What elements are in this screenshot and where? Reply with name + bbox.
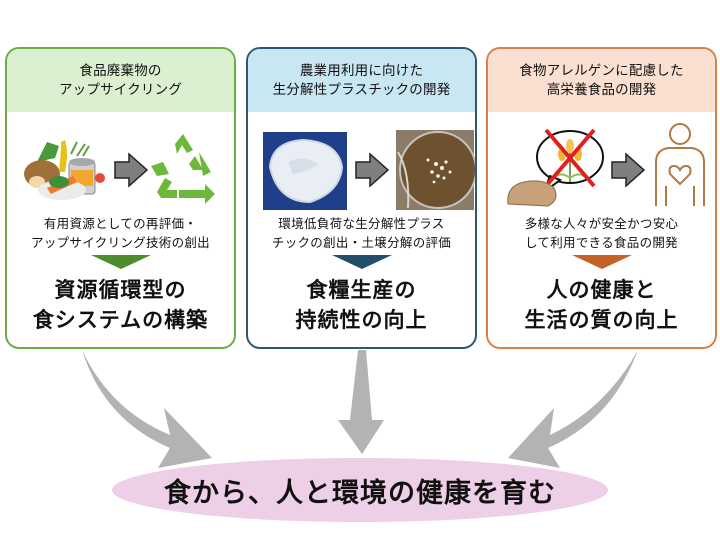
down-triangle-icon	[90, 255, 151, 269]
panel-header: 食品廃棄物の アップサイクリング	[7, 49, 234, 112]
arrow-right-icon	[611, 152, 646, 188]
desc-line: して利用できる食品の開発	[525, 235, 678, 250]
goal-ellipse: 食から、人と環境の健康を育む	[112, 458, 608, 522]
panel-description: 環境低負荷な生分解性プラス チックの創出・土壌分解の評価	[248, 214, 475, 252]
down-triangle-icon	[331, 255, 392, 269]
panel-bioplastic: 農業用利用に向けた 生分解性プラスチックの開発	[246, 47, 477, 349]
panel-allergen: 食物アレルゲンに配慮した 高栄養食品の開発	[486, 47, 717, 349]
panel-outcome: 食糧生産の 持続性の向上	[248, 275, 475, 335]
desc-line: 多様な人々が安全かつ安心	[524, 216, 679, 231]
desc-line: アップサイクリング技術の創出	[31, 235, 210, 250]
soil-dish-photo	[396, 130, 475, 210]
curved-arrow-left	[82, 350, 212, 468]
header-line: アップサイクリング	[58, 81, 183, 98]
plastic-film-photo	[263, 132, 347, 210]
allergen-illustration	[507, 123, 705, 207]
panel-outcome: 人の健康と 生活の質の向上	[488, 275, 715, 335]
goal-text: 食から、人と環境の健康を育む	[164, 477, 556, 509]
bioplastic-illustration	[263, 130, 475, 210]
outcome-line: 持続性の向上	[295, 308, 428, 332]
outcome-line: 食システムの構築	[32, 308, 209, 332]
panel-upcycling: 食品廃棄物の アップサイクリング	[5, 47, 236, 349]
straight-arrow-center	[338, 350, 384, 454]
header-line: 生分解性プラスチックの開発	[272, 81, 451, 98]
arrow-right-icon	[355, 152, 390, 188]
curved-arrow-right	[508, 350, 638, 468]
desc-line: 有用資源としての再評価・	[43, 216, 198, 231]
upcycling-illustration	[24, 134, 215, 204]
panel-description: 多様な人々が安全かつ安心 して利用できる食品の開発	[488, 214, 715, 252]
outcome-line: 生活の質の向上	[524, 308, 679, 332]
panel-outcome: 資源循環型の 食システムの構築	[7, 275, 234, 335]
arrow-right-icon	[114, 152, 149, 188]
outcome-line: 資源循環型の	[54, 278, 187, 302]
person-heart-icon	[655, 123, 705, 206]
header-line: 高栄養食品の開発	[546, 81, 657, 98]
panel-description: 有用資源としての再評価・ アップサイクリング技術の創出	[7, 214, 234, 252]
recycle-icon	[151, 134, 215, 204]
header-line: 食品廃棄物の	[79, 62, 162, 79]
panel-header: 食物アレルゲンに配慮した 高栄養食品の開発	[488, 49, 715, 112]
food-waste-icon	[24, 140, 105, 200]
panel-visual	[7, 112, 234, 212]
connector-arrows	[82, 350, 638, 468]
desc-line: チックの創出・土壌分解の評価	[271, 235, 452, 250]
down-triangle-icon	[571, 255, 632, 269]
header-line: 食物アレルゲンに配慮した	[519, 62, 684, 79]
outcome-line: 人の健康と	[546, 278, 657, 302]
panel-visual	[248, 112, 475, 212]
panel-header: 農業用利用に向けた 生分解性プラスチックの開発	[248, 49, 475, 112]
desc-line: 環境低負荷な生分解性プラス	[278, 216, 445, 231]
panel-visual	[488, 112, 715, 212]
outcome-line: 食糧生産の	[306, 278, 417, 302]
no-wheat-bread-icon	[507, 128, 604, 207]
header-line: 農業用利用に向けた	[299, 62, 424, 79]
